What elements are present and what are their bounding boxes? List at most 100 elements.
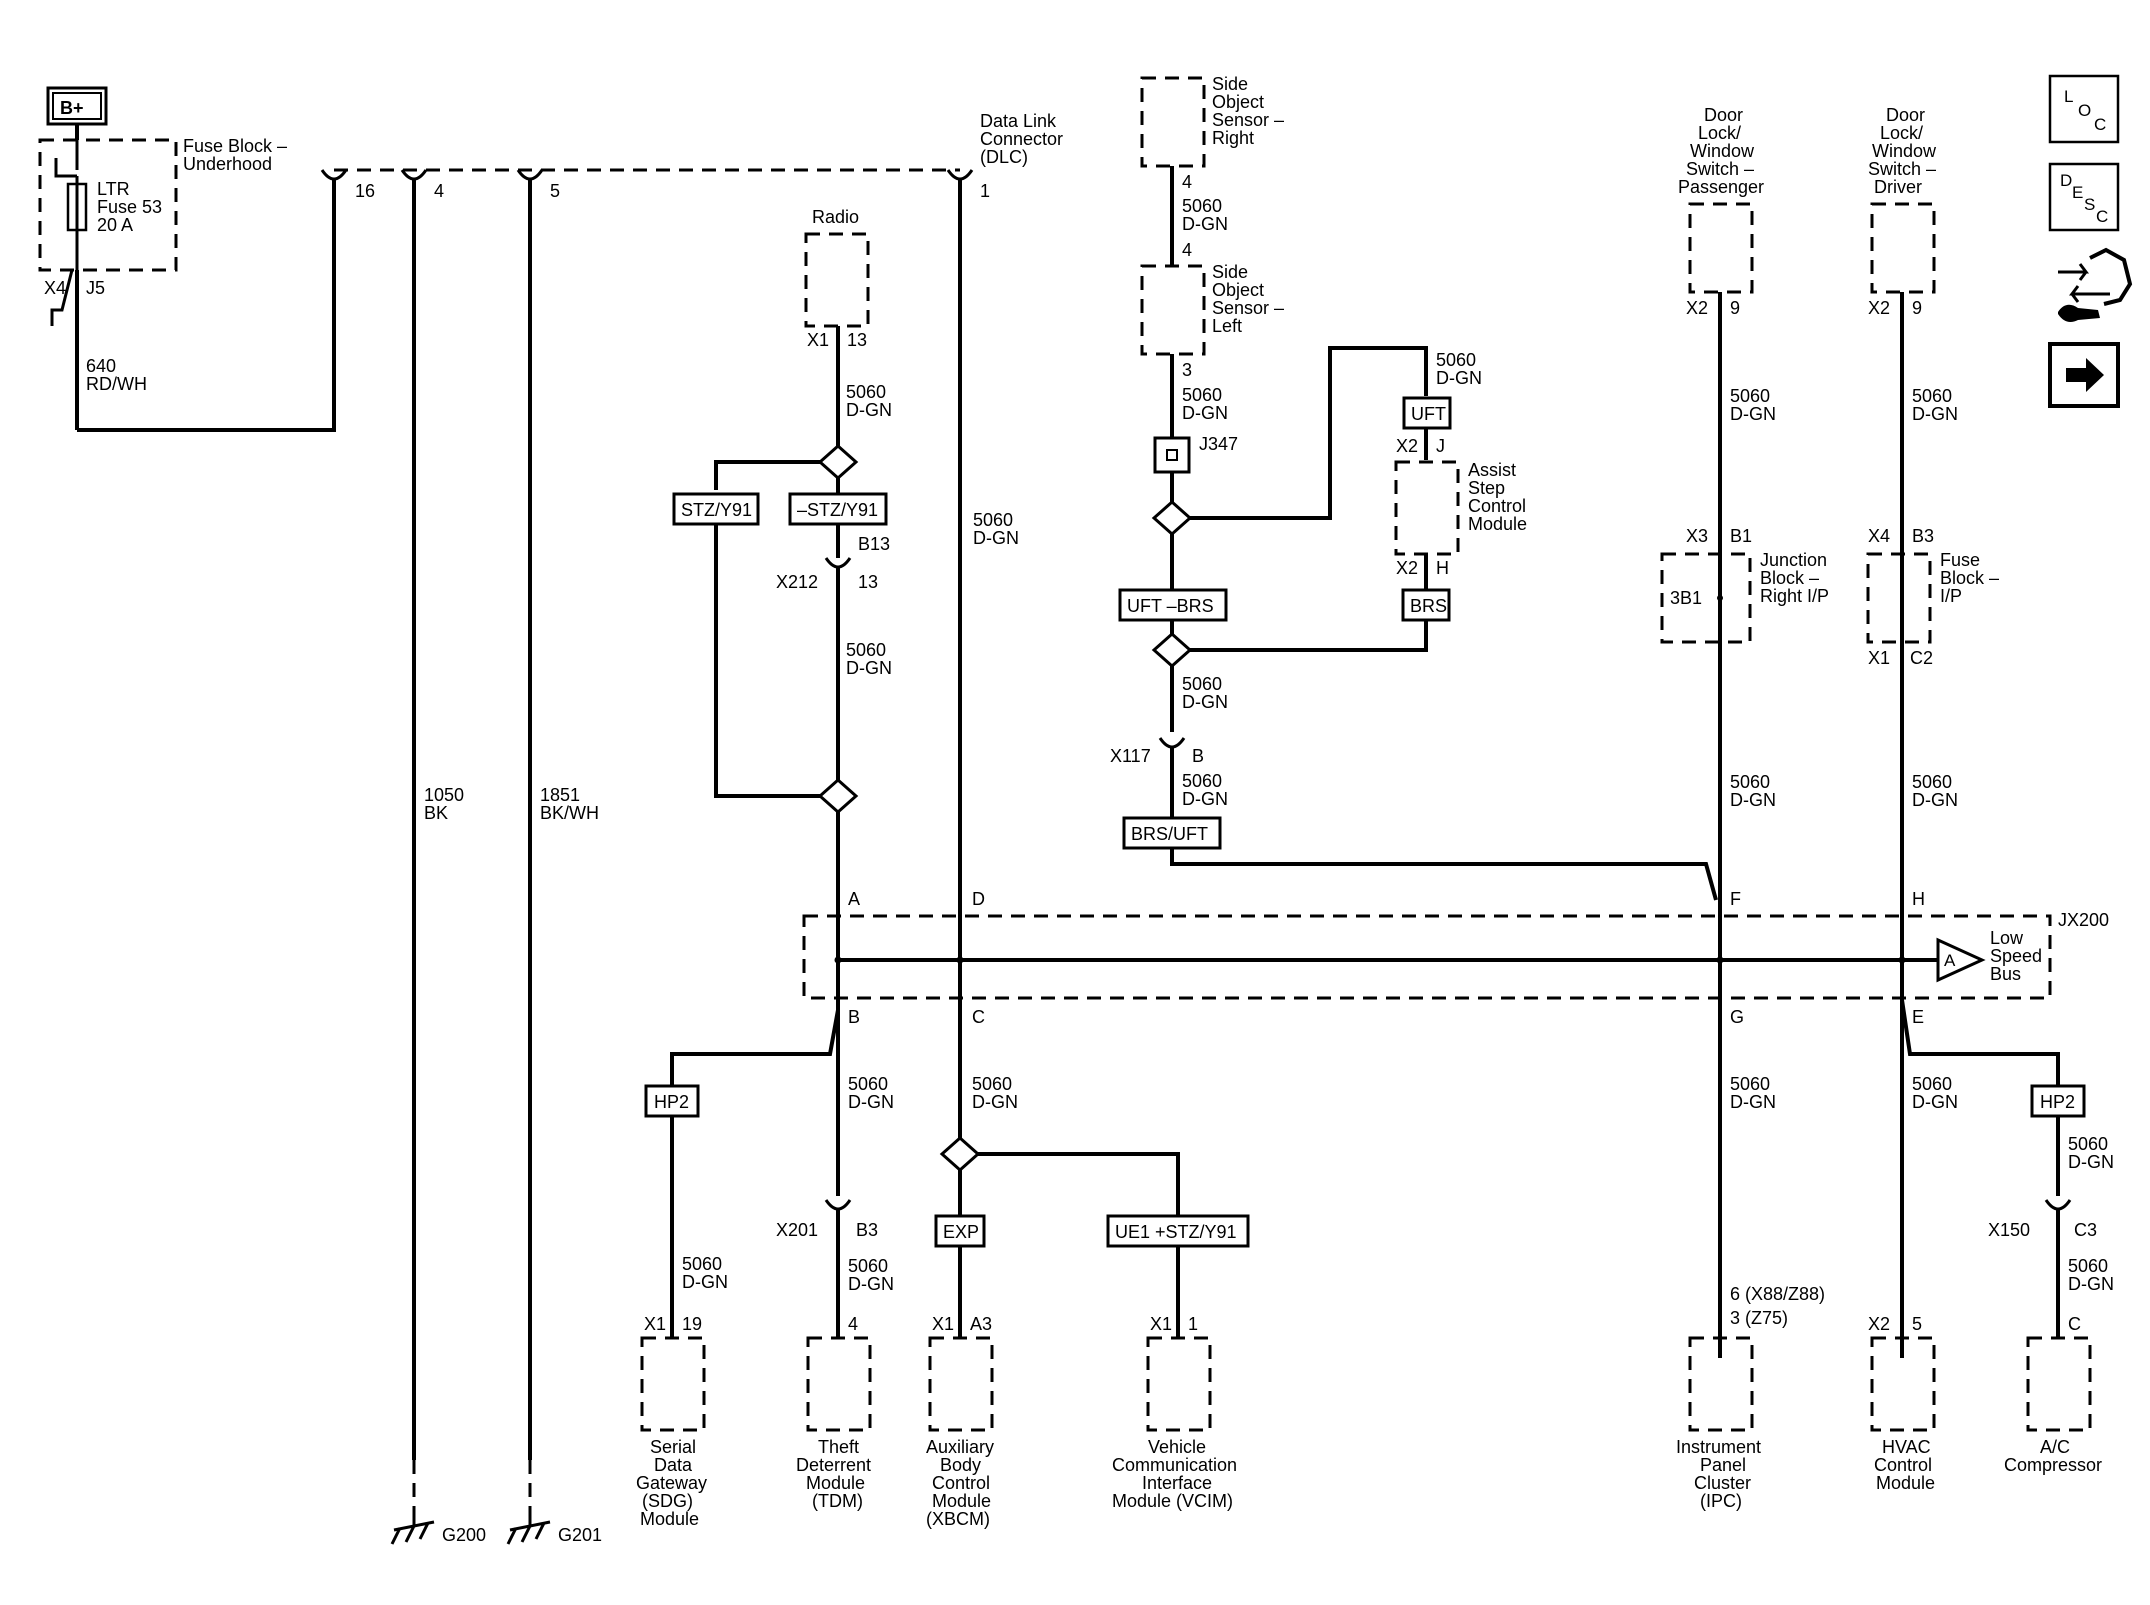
- door-drv-title-1: Door: [1886, 105, 1925, 125]
- side-sensor-right-wire-color: D-GN: [1182, 214, 1228, 234]
- xbcm-exp-box: [934, 1214, 986, 1248]
- desc-icon[interactable]: D E S C: [2048, 162, 2120, 232]
- radio-wire1-num: 5060: [846, 382, 886, 402]
- side-sensor-right-title-2: Object: [1212, 92, 1264, 112]
- fuse-pin-j5: J5: [86, 278, 105, 298]
- dlc-pin-5: 5: [550, 181, 560, 201]
- door-pass-x3: X3: [1686, 526, 1708, 546]
- ac-hp2-box: [2030, 1084, 2086, 1118]
- vcim-conn: X1: [1150, 1314, 1172, 1334]
- hvac-module: [1870, 1336, 1936, 1432]
- sensor-wire-b-color: D-GN: [1182, 789, 1228, 809]
- dlc-title-1: Data Link: [980, 111, 1057, 131]
- g201-wire-num: 1851: [540, 785, 580, 805]
- hvac-conn: X2: [1868, 1314, 1890, 1334]
- radio-wire1-color: D-GN: [846, 400, 892, 420]
- tdm-wire2-num: 5060: [848, 1256, 888, 1276]
- door-pass-title-5: Passenger: [1678, 177, 1764, 197]
- door-pass-wire1-num: 5060: [1730, 386, 1770, 406]
- door-pass-module: [1688, 202, 1754, 294]
- brs-uft-box: [1122, 816, 1222, 850]
- door-drv-x2: X2: [1868, 298, 1890, 318]
- conn-x117-pin: B: [1192, 746, 1204, 766]
- ac-title-1: A/C: [2040, 1437, 2070, 1457]
- sdg-title-3: Gateway: [636, 1473, 707, 1493]
- tdm-wire1-num: 5060: [848, 1074, 888, 1094]
- assist-pin-h: H: [1436, 558, 1449, 578]
- radio-pin: 13: [847, 330, 867, 350]
- door-drv-wire2-color: D-GN: [1912, 790, 1958, 810]
- loc-icon[interactable]: L O C: [2048, 74, 2120, 144]
- assist-title-1: Assist: [1468, 460, 1516, 480]
- xbcm-module: [928, 1336, 994, 1432]
- sdg-pin: 19: [682, 1314, 702, 1334]
- door-drv-title-3: Window: [1872, 141, 1937, 161]
- door-drv-module: [1870, 202, 1936, 294]
- dlc-wire-color: D-GN: [973, 528, 1019, 548]
- door-drv-title-4: Switch –: [1868, 159, 1936, 179]
- ac-wire1-num: 5060: [2068, 1134, 2108, 1154]
- hvac-title-1: HVAC: [1882, 1437, 1931, 1457]
- ac-module: [2026, 1336, 2092, 1432]
- door-drv-pin-b3: B3: [1912, 526, 1934, 546]
- side-sensor-right-pin: 4: [1182, 172, 1192, 192]
- dlc-wire-num: 5060: [973, 510, 1013, 530]
- assist-wire-color: D-GN: [1436, 368, 1482, 388]
- sensor-wire-b-num: 5060: [1182, 771, 1222, 791]
- jx200-pin-g: G: [1730, 1007, 1744, 1027]
- connector-repair-icon[interactable]: [2058, 247, 2133, 322]
- side-sensor-left-wire-color: D-GN: [1182, 403, 1228, 423]
- xbcm-title-5: (XBCM): [926, 1509, 990, 1529]
- xbcm-wire-num: 5060: [972, 1074, 1012, 1094]
- radio-conn-x212: X212: [776, 572, 818, 592]
- door-pass-title-3: Window: [1690, 141, 1755, 161]
- next-arrow-icon[interactable]: [2048, 342, 2120, 408]
- side-sensor-right-title-4: Right: [1212, 128, 1254, 148]
- bus-label-3: Bus: [1990, 964, 2021, 984]
- jx200-pin-e: E: [1912, 1007, 1924, 1027]
- side-sensor-left-title-1: Side: [1212, 262, 1248, 282]
- xbcm-title-4: Module: [932, 1491, 991, 1511]
- bus-marker-icon: [1936, 937, 1986, 983]
- assist-uft: UFT: [1411, 404, 1446, 424]
- fuse-ip-title-1: Fuse: [1940, 550, 1980, 570]
- side-sensor-left-module: [1140, 264, 1206, 356]
- hvac-title-2: Control: [1874, 1455, 1932, 1475]
- sdg-title-4: (SDG): [642, 1491, 693, 1511]
- xbcm-title-3: Control: [932, 1473, 990, 1493]
- xbcm-pin: A3: [970, 1314, 992, 1334]
- radio-wire2-color: D-GN: [846, 658, 892, 678]
- ipc-title-3: Cluster: [1694, 1473, 1751, 1493]
- tdm-wire2-color: D-GN: [848, 1274, 894, 1294]
- ipc-title-4: (IPC): [1700, 1491, 1742, 1511]
- fuse-20a: 20 A: [97, 215, 133, 235]
- door-pass-title-1: Door: [1704, 105, 1743, 125]
- jx200-pin-h: H: [1912, 889, 1925, 909]
- jx200-name: JX200: [2058, 910, 2109, 930]
- dlc-pin-1: 1: [980, 181, 990, 201]
- tdm-x201: X201: [776, 1220, 818, 1240]
- fuse-ip-title-2: Block –: [1940, 568, 1999, 588]
- fuse-block-underhood-title-2: Underhood: [183, 154, 272, 174]
- jx200-pack: [802, 914, 2052, 1000]
- side-sensor-left-title-4: Left: [1212, 316, 1242, 336]
- door-pass-title-2: Lock/: [1698, 123, 1741, 143]
- tdm-title-2: Deterrent: [796, 1455, 871, 1475]
- hvac-wire-color: D-GN: [1912, 1092, 1958, 1112]
- door-pass-wire2-num: 5060: [1730, 772, 1770, 792]
- assist-x2-bottom: X2: [1396, 558, 1418, 578]
- door-pass-x2: X2: [1686, 298, 1708, 318]
- radio-rejoin-splice: [817, 777, 859, 815]
- radio-module: [804, 232, 870, 328]
- tdm-module: [806, 1336, 872, 1432]
- tdm-title-1: Theft: [818, 1437, 859, 1457]
- sdg-title-5: Module: [640, 1509, 699, 1529]
- assist-step-module: [1394, 460, 1460, 556]
- door-drv-title-2: Lock/: [1880, 123, 1923, 143]
- dlc-pin-16: 16: [355, 181, 375, 201]
- assist-title-2: Step: [1468, 478, 1505, 498]
- ac-wire2-num: 5060: [2068, 1256, 2108, 1276]
- hvac-title-3: Module: [1876, 1473, 1935, 1493]
- bplus-label: B+: [60, 98, 84, 118]
- ipc-title-2: Panel: [1700, 1455, 1746, 1475]
